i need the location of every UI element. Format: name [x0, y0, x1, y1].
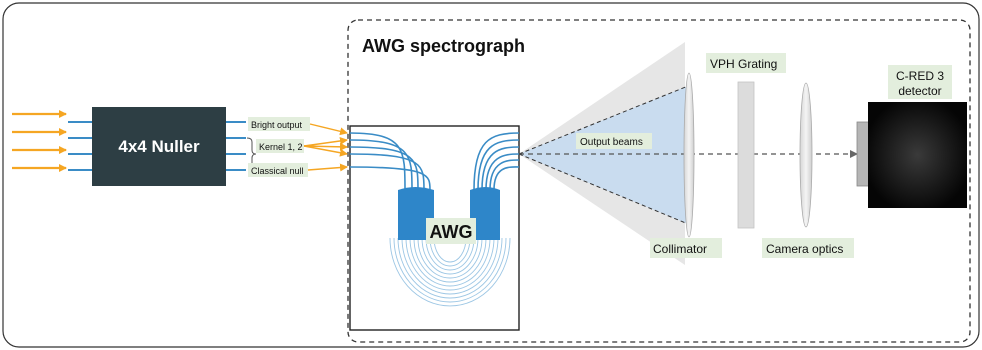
bright-output-label-bg [248, 117, 310, 131]
detector-window [856, 121, 870, 187]
collimator-lens [683, 72, 695, 238]
classical-null-label: Classical null [251, 166, 304, 176]
bright-output-label: Bright output [251, 120, 303, 130]
kernel-brace [246, 137, 257, 166]
camera-optics-label: Camera optics [766, 242, 843, 256]
awg-input-slab [398, 187, 434, 240]
spectrograph-dashed-box [347, 19, 971, 343]
beam-edge-upper [518, 85, 689, 155]
detector-label-bg [888, 65, 952, 99]
beam-edge-lower [518, 153, 689, 225]
awg-label-bg [426, 218, 476, 244]
collimator-label-bg [650, 238, 722, 258]
output-beam [519, 86, 688, 224]
vph-grating [737, 81, 755, 229]
output-beams-label: Output beams [580, 137, 643, 148]
awg-label: AWG [430, 222, 473, 242]
awg-output-slab [470, 187, 500, 240]
kernel-label-bg [256, 139, 304, 153]
input-beams [12, 110, 67, 172]
nuller-label: 4x4 Nuller [118, 137, 200, 156]
camera-optics-label-bg [762, 238, 854, 258]
collimator-label: Collimator [653, 242, 707, 256]
awg-input-waveguides [349, 132, 431, 191]
spectrograph-title: AWG spectrograph [362, 36, 525, 56]
detector-body [868, 102, 967, 208]
detector-label-line1: C-RED 3 [896, 69, 944, 83]
nuller-block [92, 107, 226, 186]
camera-optics-lens [799, 82, 813, 228]
awg-arrayed-waveguides [389, 237, 511, 307]
vph-grating-label-bg [706, 53, 786, 73]
vph-grating-label: VPH Grating [710, 57, 777, 71]
awg-output-waveguides [473, 132, 520, 191]
output-beams-label-bg [576, 133, 652, 149]
nuller-waveguides [68, 121, 246, 171]
classical-null-label-bg [248, 163, 308, 177]
output-arrows [303, 123, 348, 172]
kernel-label: Kernel 1, 2 [259, 142, 303, 152]
detector-label-line2: detector [898, 84, 941, 98]
